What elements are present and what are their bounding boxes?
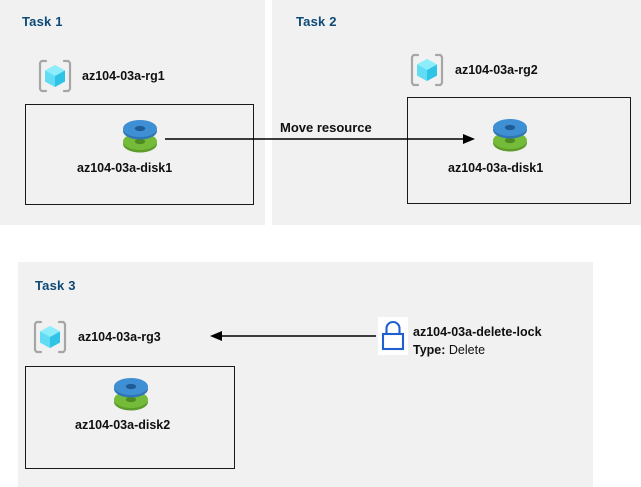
panel-task3	[18, 262, 593, 487]
resource-label-disk2-task3: az104-03a-disk2	[75, 418, 171, 432]
resource-group-label-rg3: az104-03a-rg3	[78, 330, 161, 344]
managed-disk-icon	[487, 113, 533, 157]
resource-group-label-rg2: az104-03a-rg2	[455, 63, 538, 77]
resource-group-label-rg1: az104-03a-rg1	[82, 69, 165, 83]
panel-task1	[0, 0, 265, 225]
resource-group-cube-icon	[36, 57, 74, 95]
resource-group-cube-icon	[31, 318, 69, 356]
resource-group-cube-icon	[408, 51, 446, 89]
managed-disk-icon	[108, 372, 154, 416]
resource-box-task1	[25, 104, 254, 205]
connector-label-move-resource: Move resource	[280, 120, 372, 135]
lock-type-row: Type: Delete	[413, 343, 485, 357]
panel-task3-heading: Task 3	[35, 278, 76, 293]
resource-label-disk1-task2: az104-03a-disk1	[448, 161, 544, 175]
lock-name-label: az104-03a-delete-lock	[413, 325, 542, 339]
resource-box-task2	[407, 97, 631, 204]
panel-task2-heading: Task 2	[296, 14, 337, 29]
panel-task1-heading: Task 1	[22, 14, 63, 29]
lock-type-value: Delete	[448, 343, 486, 357]
panel-task2	[272, 0, 641, 225]
resource-label-disk1-task1: az104-03a-disk1	[77, 161, 173, 175]
padlock-icon	[378, 317, 408, 355]
resource-box-task3	[25, 366, 235, 469]
managed-disk-icon	[117, 114, 163, 158]
lock-type-label: Type:	[413, 343, 446, 357]
